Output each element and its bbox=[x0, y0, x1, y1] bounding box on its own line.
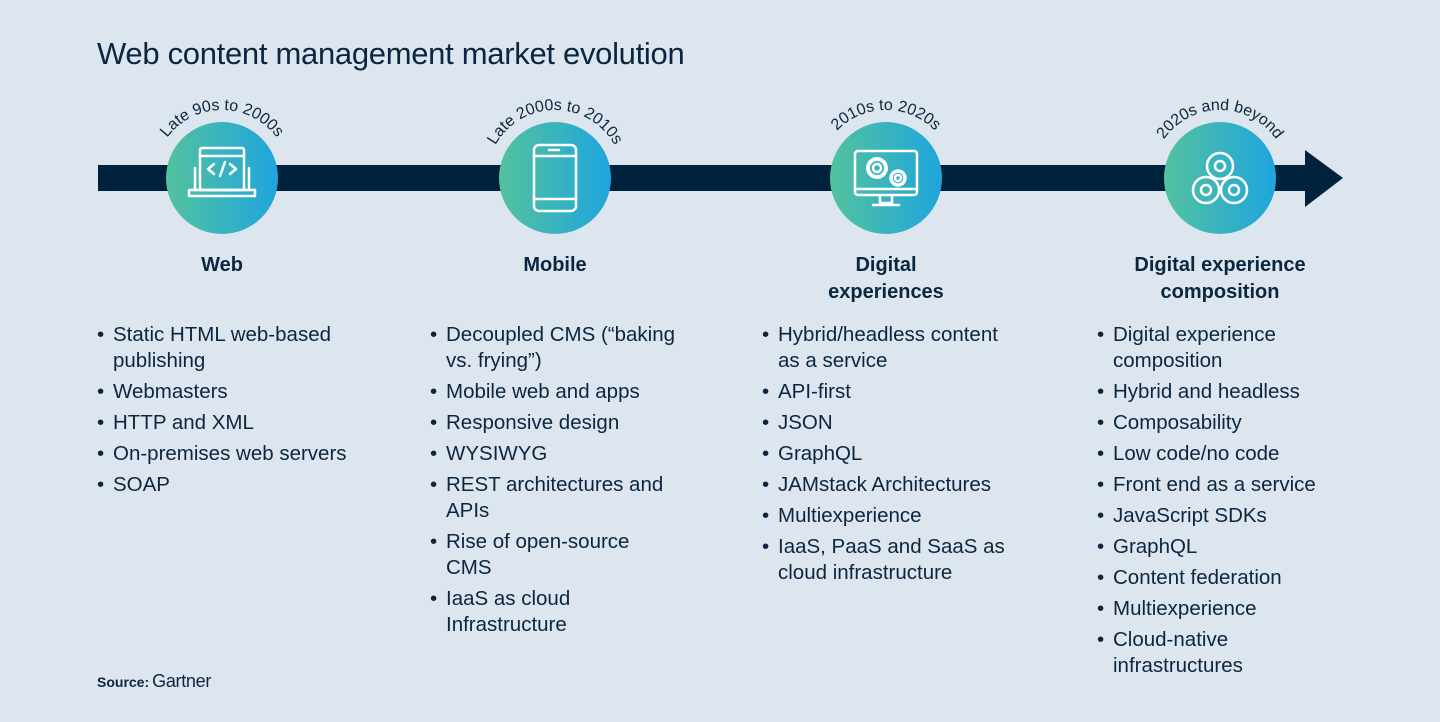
era-heading: Digital experience composition bbox=[1134, 254, 1306, 303]
list-item: Composability bbox=[1097, 410, 1347, 436]
list-item: On-premises web servers bbox=[97, 441, 357, 467]
list-item: JavaScript SDKs bbox=[1097, 503, 1347, 529]
era-feature-list: Decoupled CMS (“baking vs. frying”) Mobil… bbox=[430, 322, 680, 643]
era-feature-list: Static HTML web-based publishingWebmaste… bbox=[97, 322, 357, 503]
monitor-gears-icon bbox=[853, 149, 919, 207]
list-item: Content federation bbox=[1097, 565, 1347, 591]
list-item: Static HTML web-based publishing bbox=[97, 322, 357, 374]
era-marker: 2010s to 2020s bbox=[828, 97, 944, 234]
list-item: Hybrid and headless bbox=[1097, 379, 1347, 405]
list-item: JSON bbox=[762, 410, 1022, 436]
list-item: Digital experience composition bbox=[1097, 322, 1347, 374]
list-item: Cloud-native infrastructures bbox=[1097, 627, 1347, 679]
era-circle bbox=[499, 122, 611, 234]
timeline: Late 90s to 2000s Late 2000s to 2010s 20… bbox=[98, 97, 1343, 234]
era-heading: Digital experiences bbox=[828, 254, 944, 303]
source-label: Source: bbox=[97, 674, 150, 690]
laptop-code-icon bbox=[187, 146, 257, 198]
list-item: IaaS as cloud Infrastructure bbox=[430, 586, 680, 638]
list-item: Multiexperience bbox=[1097, 596, 1347, 622]
timeline-arrow-shaft bbox=[98, 165, 1310, 191]
list-item: JAMstack Architectures bbox=[762, 472, 1022, 498]
list-item: HTTP and XML bbox=[97, 410, 357, 436]
list-item: Rise of open-source CMS bbox=[430, 529, 680, 581]
era-marker: 2020s and beyond bbox=[1154, 97, 1286, 234]
source-brand: Gartner bbox=[152, 671, 212, 691]
list-item: Responsive design bbox=[430, 410, 680, 436]
page-title: Web content management market evolution bbox=[97, 36, 685, 71]
list-item: Low code/no code bbox=[1097, 441, 1347, 467]
list-item: GraphQL bbox=[1097, 534, 1347, 560]
list-item: IaaS, PaaS and SaaS as cloud infrastruct… bbox=[762, 534, 1022, 586]
era-circle bbox=[166, 122, 278, 234]
era-marker: Late 2000s to 2010s bbox=[484, 97, 626, 234]
list-item: GraphQL bbox=[762, 441, 1022, 467]
list-item: SOAP bbox=[97, 472, 357, 498]
era-feature-list: Digital experience compositionHybrid and… bbox=[1097, 322, 1347, 684]
list-item: REST architectures and APIs bbox=[430, 472, 680, 524]
list-item: WYSIWYG bbox=[430, 441, 680, 467]
era-marker: Late 90s to 2000s bbox=[157, 97, 287, 234]
era-heading: Web bbox=[201, 254, 243, 276]
list-item: Webmasters bbox=[97, 379, 357, 405]
list-item: Decoupled CMS (“baking vs. frying”) bbox=[430, 322, 680, 374]
era-feature-list: Hybrid/headless content as a serviceAPI-… bbox=[762, 322, 1022, 591]
list-item: Mobile web and apps bbox=[430, 379, 680, 405]
list-item: API-first bbox=[762, 379, 1022, 405]
source-credit: Source:Gartner bbox=[97, 671, 211, 692]
era-heading: Mobile bbox=[523, 254, 587, 276]
list-item: Multiexperience bbox=[762, 503, 1022, 529]
timeline-arrow-head bbox=[1305, 150, 1343, 207]
list-item: Front end as a service bbox=[1097, 472, 1347, 498]
era-circle bbox=[830, 122, 942, 234]
list-item: Hybrid/headless content as a service bbox=[762, 322, 1022, 374]
composition-circles-icon bbox=[1191, 151, 1249, 205]
smartphone-icon bbox=[532, 143, 578, 213]
